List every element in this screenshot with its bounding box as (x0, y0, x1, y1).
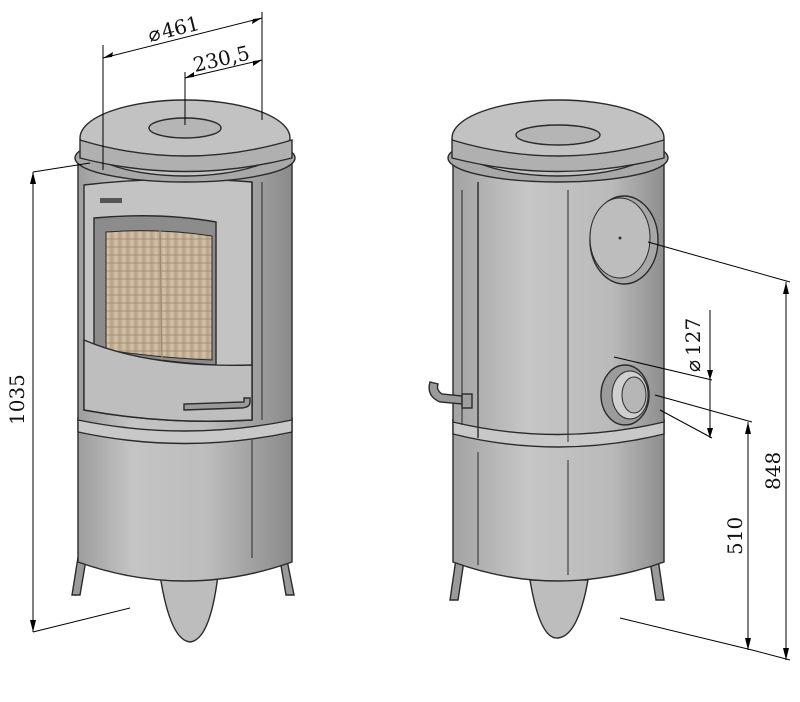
symbol-diameter-top: ⌀ (145, 21, 162, 47)
front-door-lower-panel (83, 338, 253, 422)
front-firebrick (105, 230, 213, 361)
front-door-handle[interactable] (183, 397, 251, 411)
symbol-diameter-outlet: ⌀ (681, 360, 705, 372)
front-logo-plate (100, 198, 122, 203)
front-foot-center (159, 574, 219, 643)
label-outlet-low-height: 510 (723, 517, 747, 555)
label-top-radius: 230,5 (191, 41, 252, 77)
dimension-lines (30, 12, 791, 661)
label-height-total: 1035 (5, 374, 29, 425)
label-top-diameter: 461 (159, 11, 202, 44)
label-outlet-high-height: 848 (761, 452, 785, 490)
rear-foot-center (529, 579, 589, 639)
stove-front-view (71, 99, 296, 643)
stove-rear-view (428, 99, 669, 639)
label-outlet-diameter: 127 (681, 318, 705, 356)
rear-top-hotplate (515, 124, 601, 146)
